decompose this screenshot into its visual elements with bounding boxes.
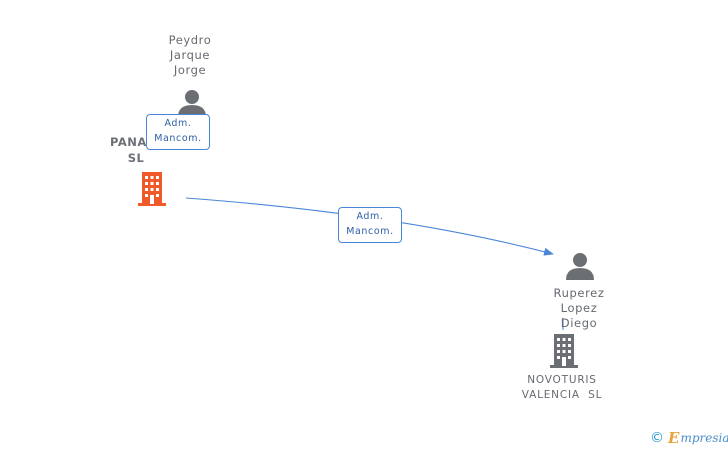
name-line: Peydro: [168, 33, 212, 47]
person-name-top[interactable]: Peydro Jarque Jorge: [160, 33, 220, 78]
relation-label-right[interactable]: Adm. Mancom.: [338, 207, 402, 243]
name-line: Lopez: [560, 301, 598, 315]
empresia-watermark: © E mpresia: [650, 428, 728, 448]
relation-role: Adm.: [164, 118, 192, 129]
company-name-main[interactable]: PANA SL: [110, 134, 158, 166]
name-line: Jarque: [169, 48, 211, 62]
copyright-icon: ©: [650, 430, 664, 446]
person-icon[interactable]: [177, 89, 207, 117]
name-line: PANA: [110, 135, 147, 149]
name-line: VALENCIA SL: [521, 389, 603, 401]
building-icon[interactable]: [548, 334, 580, 368]
person-name-right[interactable]: Ruperez Lopez Diego: [544, 286, 614, 331]
brand-initial: E: [668, 429, 680, 447]
company-name-secondary[interactable]: NOVOTURIS VALENCIA SL: [512, 373, 612, 403]
relation-role: Adm.: [356, 211, 384, 222]
relation-role: Mancom.: [154, 133, 202, 144]
building-icon[interactable]: [136, 172, 168, 206]
relation-role: Mancom.: [346, 226, 394, 237]
name-line: Diego: [560, 316, 598, 330]
brand-name: mpresia: [680, 431, 728, 445]
name-line: NOVOTURIS: [527, 374, 597, 386]
relation-label-top[interactable]: Adm. Mancom.: [146, 114, 210, 150]
name-line: SL: [127, 151, 145, 165]
name-line: Jorge: [173, 63, 207, 77]
name-line: Ruperez: [553, 286, 605, 300]
person-icon[interactable]: [565, 252, 595, 280]
